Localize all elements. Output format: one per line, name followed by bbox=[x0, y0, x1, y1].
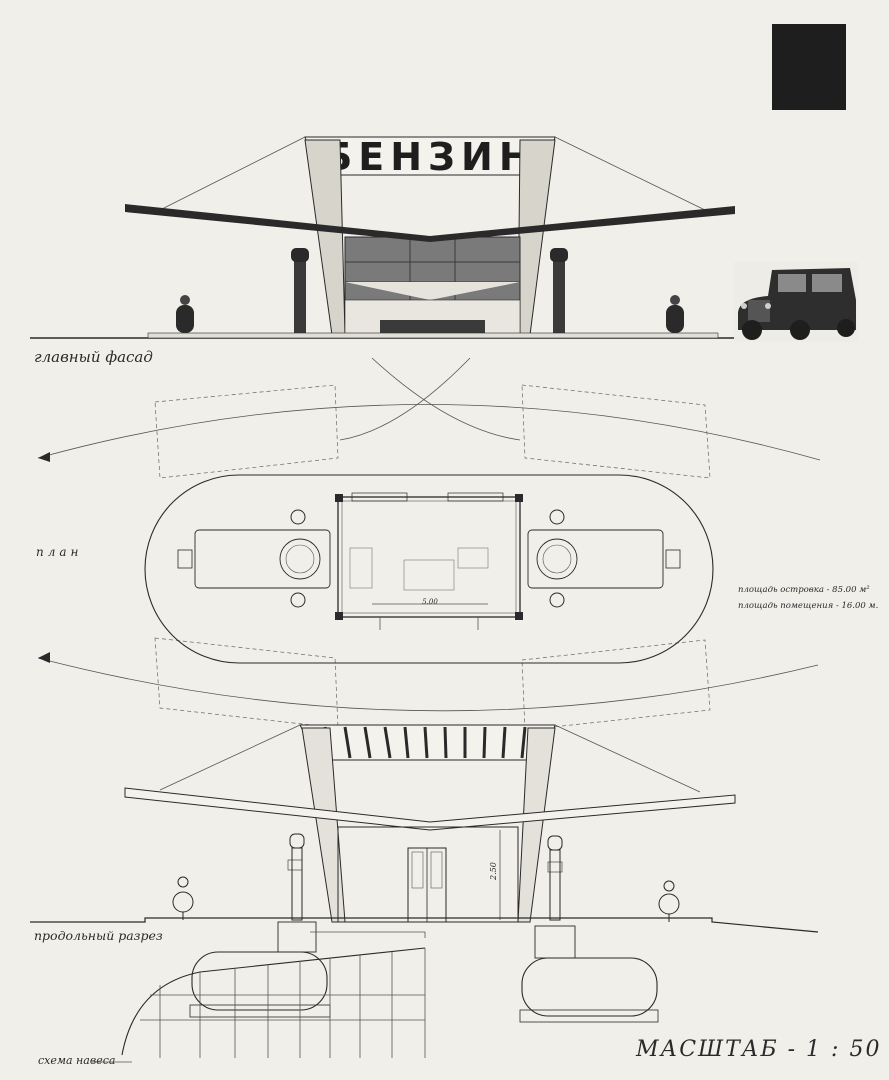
facade-label: главный фасад bbox=[34, 348, 153, 366]
plan-label: план bbox=[36, 545, 82, 559]
canopy-scheme-arc bbox=[121, 947, 426, 1056]
plan-dimension: 5.00 bbox=[422, 598, 438, 606]
scheme-label: схема навеса bbox=[38, 1054, 115, 1067]
section-canopy bbox=[124, 787, 736, 831]
canopy-slab bbox=[125, 204, 735, 242]
plan-island bbox=[144, 474, 714, 664]
main-facade: БЕНЗИН bbox=[30, 135, 858, 366]
left-pylon bbox=[304, 139, 346, 336]
section-globe-left bbox=[172, 876, 194, 920]
oil-globe-right bbox=[666, 295, 684, 333]
section-label: продольный разрез bbox=[34, 928, 163, 943]
section-pump-right bbox=[547, 835, 563, 921]
fuel-pump-left bbox=[294, 260, 306, 335]
longitudinal-section: 2.50 продольный разрез bbox=[30, 724, 819, 943]
fuel-tank-left bbox=[191, 951, 328, 1011]
scale-label: МАСШТАБ - 1 : 50 bbox=[635, 1037, 881, 1062]
sign-text: БЕНЗИН bbox=[323, 135, 536, 179]
section-height-mark: 2.50 bbox=[489, 862, 498, 881]
corner-mark bbox=[772, 24, 846, 110]
section-pump-left bbox=[287, 833, 305, 921]
right-pylon bbox=[517, 139, 556, 336]
oil-globe-left bbox=[176, 295, 194, 333]
fuel-pump-right bbox=[553, 260, 565, 335]
plan-kiosk bbox=[337, 496, 521, 618]
pump-island-left bbox=[177, 509, 331, 608]
plan-area-room: площадь помещения - 16.00 м. bbox=[738, 601, 878, 611]
plan-view: 5.00 план площадь островка - 85.00 м² пл… bbox=[36, 357, 878, 731]
vehicle-path-upper bbox=[37, 404, 821, 461]
plan-area-island: площадь островка - 85.00 м² bbox=[738, 585, 870, 595]
vehicle-path-lower bbox=[37, 657, 819, 712]
vintage-car bbox=[734, 262, 858, 342]
fuel-tank-right bbox=[521, 957, 658, 1017]
section-globe-right bbox=[658, 880, 680, 922]
underground-scheme: схема навеса bbox=[38, 921, 659, 1067]
pump-island-right bbox=[527, 509, 681, 608]
